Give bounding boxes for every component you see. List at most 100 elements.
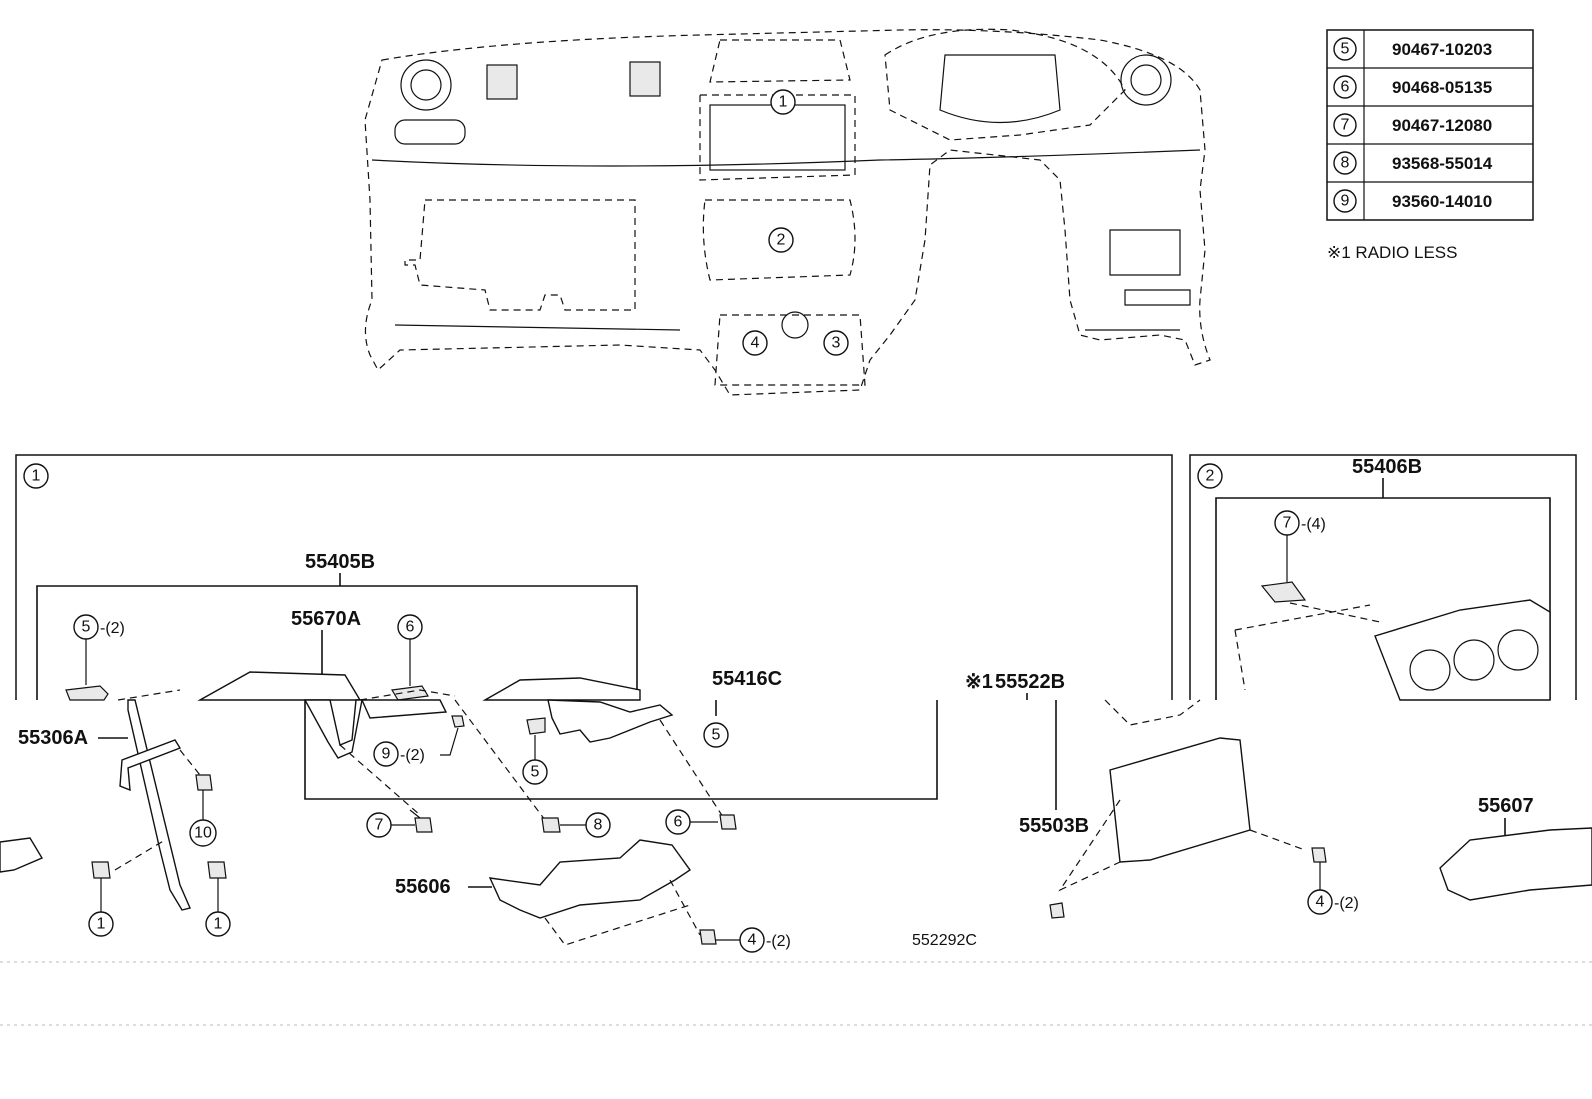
fastener-callout-5-a[interactable]: 5 -(2) [73,614,125,640]
part-55406B[interactable]: 55406B [1352,456,1422,478]
fastener-callout-5-c[interactable]: 5 [522,759,548,785]
fastener-row-9: 9 93560-14010 [1333,189,1492,213]
svg-text:5: 5 [712,727,721,744]
svg-text:9: 9 [382,746,391,763]
fastener-table: 5 90467-10203 6 90468-05135 7 90467-1208… [1326,29,1534,221]
clip-9 [451,715,465,728]
fastener-callout-9[interactable]: 9 -(2) [373,741,425,767]
trim-55670A-lower [303,699,363,759]
overview-callout-1[interactable]: 1 [770,89,796,115]
overview-callout-1-label: 1 [779,94,788,111]
fastener-callout-6-a[interactable]: 6 [397,614,423,640]
svg-text:-(2): -(2) [1334,895,1359,912]
bolt-4-b [1311,847,1327,863]
center-panel-55406B [1374,599,1551,701]
part-55503B[interactable]: 55503B [1019,815,1089,837]
svg-text:-(2): -(2) [400,747,425,764]
overview-callout-4[interactable]: 4 [742,330,768,356]
bolt-1-b [207,861,227,879]
fastener-row-6-num: 6 [1341,79,1350,96]
brace-bracket [119,739,182,792]
svg-text:4: 4 [748,932,757,949]
svg-text:6: 6 [674,814,683,831]
overview-callout-3[interactable]: 3 [823,330,849,356]
fastener-callout-7-panel2[interactable]: 7 -(4) [1274,510,1326,536]
fastener-row-8: 8 93568-55014 [1333,151,1493,175]
fastener-callout-6-b[interactable]: 6 [665,809,691,835]
svg-text:8: 8 [594,817,603,834]
panel-1: 1 55405B 5 -(2) 55670A 6 55416C [0,454,1592,953]
overview-callout-3-label: 3 [832,335,841,352]
screw-8 [541,817,561,833]
clip-5-c [526,717,546,735]
overview-callout-4-label: 4 [751,335,760,352]
svg-text:-(4): -(4) [1301,516,1326,533]
fastener-callout-8[interactable]: 8 [585,812,611,838]
part-55606[interactable]: 55606 [395,876,451,898]
diagram-code: 552292C [912,932,977,949]
fastener-row-5-num: 5 [1341,41,1350,58]
trim-55405B [482,677,641,701]
svg-text:1: 1 [214,916,223,933]
clip-7-panel2 [1260,581,1307,603]
overview-callout-2-label: 2 [777,232,786,249]
fastener-row-6: 6 90468-05135 [1333,75,1492,99]
bracket-55607 [1439,827,1592,901]
svg-text:-(2): -(2) [766,933,791,950]
fastener-row-8-num: 8 [1341,155,1350,172]
switch-panel [360,699,448,719]
clip-6-a [391,685,429,701]
part-55416C[interactable]: 55416C [712,668,782,690]
fastener-row-7: 7 90467-12080 [1333,113,1492,137]
fastener-callout-4-a[interactable]: 4 -(2) [739,927,791,953]
bracket-55606 [488,839,691,919]
part-55306A[interactable]: 55306A [18,727,88,749]
fastener-callout-4-b[interactable]: 4 -(2) [1307,889,1359,915]
brace-55306A [127,699,191,911]
fastener-callout-1-b[interactable]: 1 [205,911,231,937]
svg-text:4: 4 [1316,894,1325,911]
svg-text:1: 1 [97,916,106,933]
clip-5-a [65,685,109,701]
fastener-row-9-part: 93560-14010 [1392,192,1492,211]
glove-box-55503B [1109,737,1251,863]
part-55670A[interactable]: 55670A [291,608,361,630]
damper-55503B [1049,902,1065,919]
svg-text:6: 6 [406,619,415,636]
fastener-row-9-num: 9 [1341,193,1350,210]
fastener-row-7-num: 7 [1341,117,1350,134]
fastener-row-5-part: 90467-10203 [1392,40,1492,59]
bolt-10 [195,774,213,791]
svg-text:5: 5 [531,764,540,781]
part-55522B[interactable]: 55522B [995,671,1065,693]
part-55405B[interactable]: 55405B [305,551,375,573]
trim-55416C [547,699,674,743]
fastener-callout-10[interactable]: 10 [189,819,217,847]
trim-55670A [197,671,362,701]
bolt-6-b [719,814,737,830]
panel-2-label: 2 [1206,468,1215,485]
fastener-callout-7[interactable]: 7 [366,812,392,838]
panel-1-label: 1 [32,468,41,485]
svg-text:10: 10 [194,825,212,842]
overview-callout-2[interactable]: 2 [768,227,794,253]
bolt-1-a [91,861,111,879]
panel-2: 2 55406B 7 -(4) [1189,454,1577,701]
fastener-row-5: 5 90467-10203 [1333,37,1492,61]
part-55522B-mark: ※1 [965,671,993,693]
fastener-row-6-part: 90468-05135 [1392,78,1492,97]
fastener-callout-5-b[interactable]: 5 [703,722,729,748]
fastener-callout-1-a[interactable]: 1 [88,911,114,937]
svg-text:-(2): -(2) [100,620,125,637]
bolt-7 [409,809,433,833]
part-55607[interactable]: 55607 [1478,795,1534,817]
bolt-4-a [699,929,717,945]
radio-less-note: ※1 RADIO LESS [1327,243,1457,262]
fastener-row-7-part: 90467-12080 [1392,116,1492,135]
svg-text:7: 7 [1283,515,1292,532]
left-partial-part [0,837,44,873]
svg-text:5: 5 [82,619,91,636]
dashboard-overview: 1 2 3 4 [364,28,1211,396]
svg-text:7: 7 [375,817,384,834]
